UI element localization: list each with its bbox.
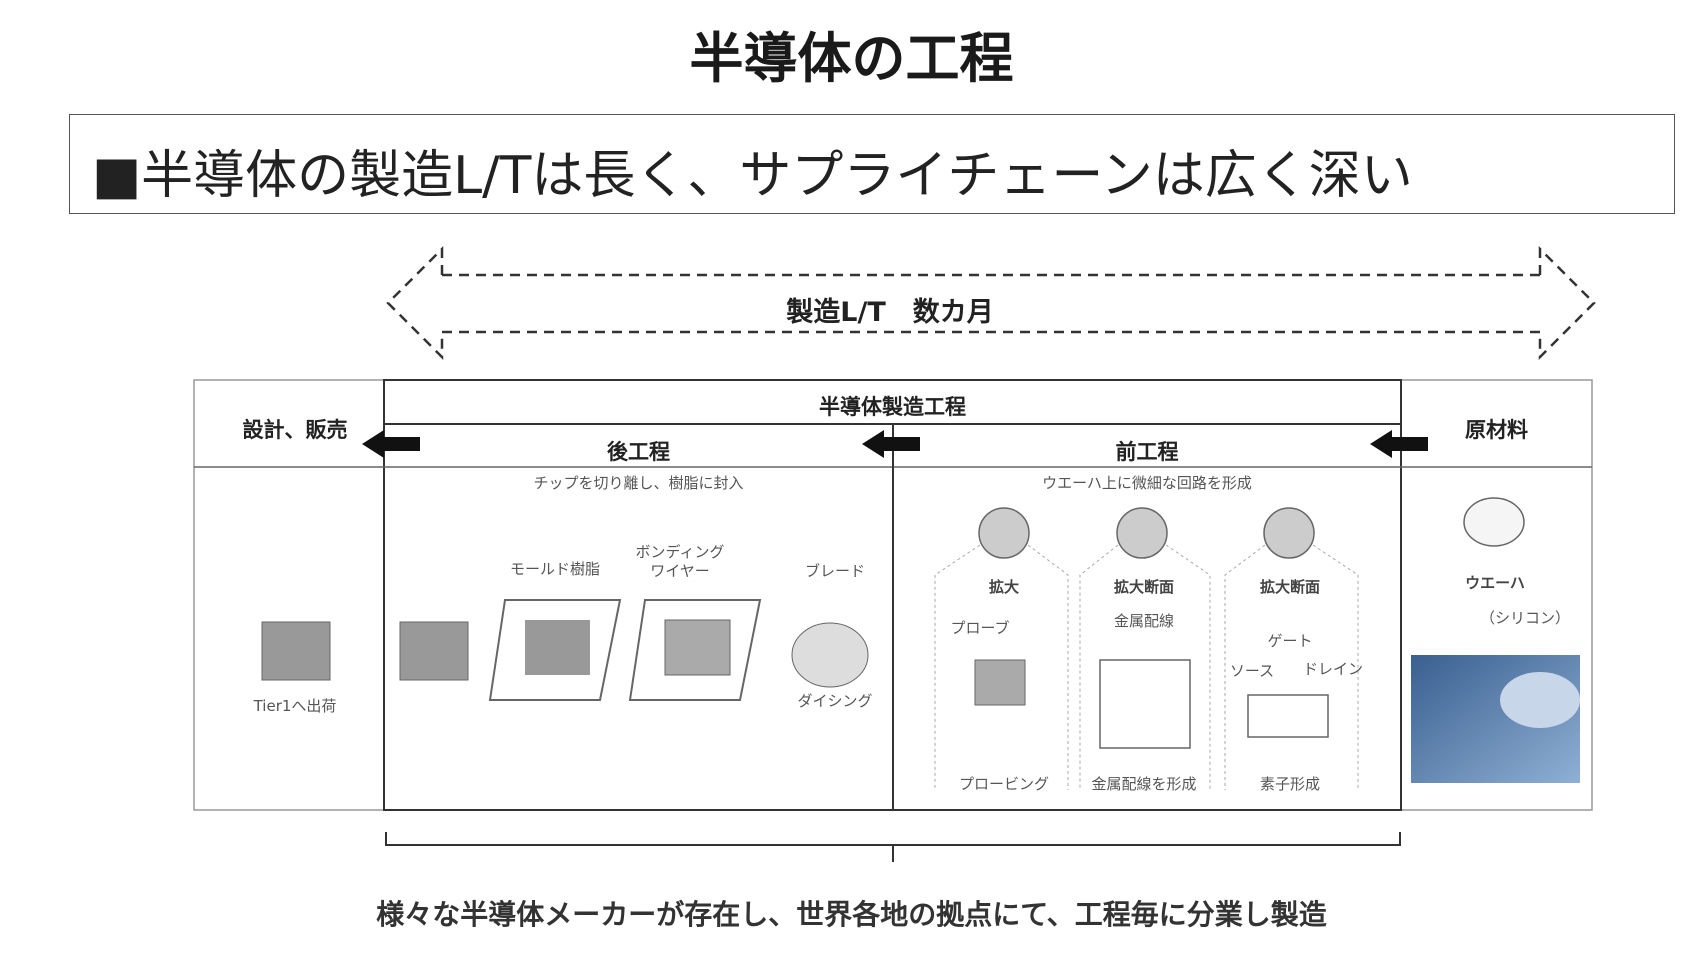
panel-caption: プロービング	[958, 775, 1049, 793]
back-end-label: 後工程	[607, 440, 670, 464]
lead-time-label: 製造L/T 数カ月	[786, 297, 994, 328]
panel-head: 拡大断面	[1259, 578, 1320, 596]
design-sales-label: 設計、販売	[242, 418, 348, 442]
silicon-label: （シリコン）	[1479, 609, 1570, 627]
panel-head: 拡大断面	[1113, 578, 1174, 596]
panel-caption: 金属配線を形成	[1091, 775, 1197, 793]
subtitle-box: ■半導体の製造L/Tは長く、サプライチェーンは広く深い	[69, 114, 1675, 214]
lead-time-arrow	[386, 245, 1596, 361]
page-title: 半導体の工程	[689, 27, 1014, 90]
footer-caption: 様々な半導体メーカーが存在し、世界各地の拠点にて、工程毎に分業し製造	[376, 898, 1327, 931]
chip-icon	[261, 621, 469, 681]
mold-label: モールド樹脂	[509, 560, 600, 578]
wafer-label: ウエーハ	[1465, 574, 1525, 592]
ship-label: Tier1へ出荷	[253, 697, 337, 715]
probe-label: プローブ	[950, 619, 1010, 637]
panel-caption: 素子形成	[1259, 775, 1320, 793]
raw-material-label: 原材料	[1465, 418, 1528, 442]
gate-label: ゲート	[1267, 632, 1313, 650]
manufacturing-header: 半導体製造工程	[819, 395, 966, 419]
source-label: ソース	[1229, 662, 1275, 680]
dicing-label: ダイシング	[797, 692, 873, 710]
blade-label: ブレード	[804, 562, 865, 580]
wire-label: ワイヤー	[650, 562, 710, 580]
back-end-desc: チップを切り離し、樹脂に封入	[533, 474, 744, 492]
front-end-desc: ウエーハ上に微細な回路を形成	[1042, 474, 1252, 492]
panel-head: 拡大	[988, 578, 1019, 596]
bracket	[385, 832, 1401, 862]
metal-wiring-label: 金属配線	[1113, 612, 1174, 630]
drain-label: ドレイン	[1302, 660, 1363, 678]
flow-arrows	[362, 430, 1428, 458]
bonding-label: ボンディング	[635, 543, 725, 561]
subtitle: ■半導体の製造L/Tは長く、サプライチェーンは広く深い	[92, 146, 1413, 206]
front-end-label: 前工程	[1115, 440, 1179, 464]
